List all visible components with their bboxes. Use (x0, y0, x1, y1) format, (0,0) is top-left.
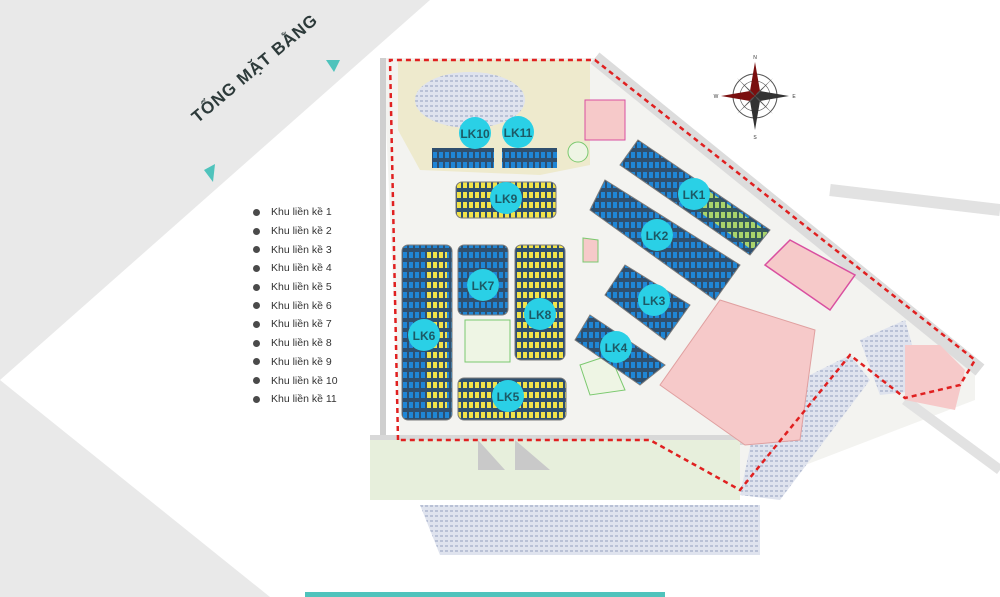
legend-list: Khu liền kề 1 Khu liền kề 2 Khu liền kề … (253, 203, 338, 409)
legend-item: Khu liền kề 1 (253, 203, 338, 222)
bullet-icon (253, 283, 260, 291)
label-lk4: LK4 (600, 331, 632, 363)
label-lk3: LK3 (638, 284, 670, 316)
svg-text:LK9: LK9 (495, 192, 518, 206)
block-lk1-green (690, 185, 768, 250)
commercial-zone (582, 237, 599, 263)
svg-text:LK10: LK10 (460, 127, 490, 141)
label-lk1: LK1 (678, 178, 710, 210)
green-zone (370, 440, 740, 500)
parking-area (740, 355, 870, 500)
legend-item: Khu liền kề 9 (253, 353, 338, 372)
commercial-zone (763, 239, 857, 312)
bullet-icon (253, 358, 260, 366)
label-lk8: LK8 (524, 298, 556, 330)
svg-text:LK3: LK3 (643, 294, 666, 308)
parking-area (420, 505, 760, 555)
legend-item: Khu liền kề 5 (253, 278, 338, 297)
bullet-icon (253, 339, 260, 347)
svg-text:LK8: LK8 (529, 308, 552, 322)
bullet-icon (253, 208, 260, 216)
label-lk7: LK7 (467, 269, 499, 301)
structure (515, 440, 550, 470)
bullet-icon (253, 302, 260, 310)
green-park (464, 319, 511, 363)
block-lk11 (502, 148, 557, 168)
block-lk10 (432, 148, 494, 168)
label-lk9: LK9 (490, 182, 522, 214)
bullet-icon (253, 395, 260, 403)
legend-item: Khu liền kề 4 (253, 259, 338, 278)
bullet-icon (253, 246, 260, 254)
commercial-zone (659, 299, 816, 446)
site-boundary (388, 58, 977, 492)
label-lk5: LK5 (492, 380, 524, 412)
svg-text:W: W (714, 94, 719, 100)
svg-text:LK1: LK1 (683, 188, 706, 202)
legend-item: Khu liền kề 3 (253, 240, 338, 259)
svg-text:LK6: LK6 (413, 329, 436, 343)
legend-item: Khu liền kề 11 (253, 390, 338, 409)
green-park (567, 141, 589, 163)
compass-rose-icon: N S E W (714, 55, 797, 141)
label-lk11: LK11 (502, 116, 534, 148)
legend-item: Khu liền kề 6 (253, 296, 338, 315)
bullet-icon (253, 264, 260, 272)
parking-area (415, 72, 525, 128)
svg-text:LK5: LK5 (497, 390, 520, 404)
accent-bar (305, 592, 665, 597)
legend-item: Khu liền kề 2 (253, 222, 338, 241)
svg-text:LK4: LK4 (605, 341, 628, 355)
bullet-icon (253, 377, 260, 385)
svg-text:LK2: LK2 (646, 229, 669, 243)
legend-item: Khu liền kề 10 (253, 371, 338, 390)
commercial-zone (905, 345, 965, 410)
legend-item: Khu liền kề 7 (253, 315, 338, 334)
svg-text:LK11: LK11 (504, 126, 533, 140)
road (902, 395, 1000, 475)
legend-item: Khu liền kề 8 (253, 334, 338, 353)
svg-text:E: E (792, 94, 796, 100)
svg-text:LK7: LK7 (472, 279, 495, 293)
structure (478, 440, 505, 470)
commercial-zone (584, 99, 626, 141)
svg-text:S: S (753, 135, 757, 141)
label-lk6: LK6 (408, 319, 440, 351)
svg-text:N: N (753, 55, 757, 61)
bullet-icon (253, 227, 260, 235)
label-lk10: LK10 (459, 117, 491, 149)
label-lk2: LK2 (641, 219, 673, 251)
road (829, 184, 1000, 216)
bullet-icon (253, 320, 260, 328)
